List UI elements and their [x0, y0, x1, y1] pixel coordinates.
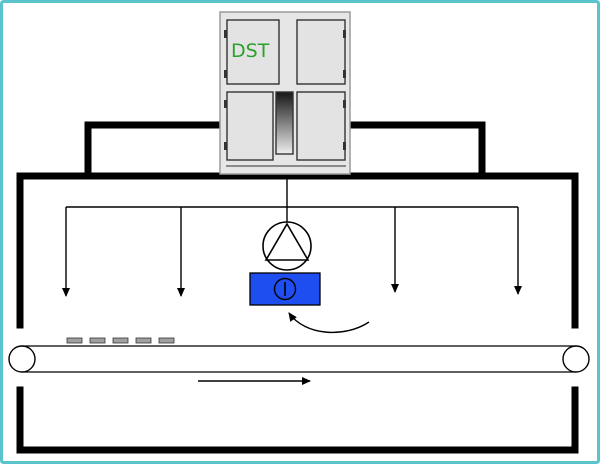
- conveyor-belt[interactable]: [8, 345, 590, 373]
- dst-panel-bottom-right: [296, 91, 346, 161]
- dst-panel-bottom-left: [226, 91, 274, 161]
- dst-hinge: [343, 70, 346, 78]
- dst-hinge: [224, 142, 227, 150]
- curved-rotation-arrow-icon: [288, 312, 370, 334]
- belt-product: [112, 337, 129, 344]
- dst-panel-top-left: [226, 19, 280, 85]
- dst-label: DST: [231, 40, 270, 62]
- belt-products: [66, 337, 175, 344]
- belt-roller-right: [562, 345, 590, 373]
- belt-roller-left: [8, 345, 36, 373]
- chamber-bottom-wall: [16, 386, 579, 454]
- chamber-top-wall: [16, 172, 579, 182]
- dst-hinge: [343, 100, 346, 108]
- dst-hinge: [343, 30, 346, 38]
- motor-box-icon[interactable]: [249, 272, 321, 306]
- dst-center-slot: [275, 91, 294, 155]
- dst-panel-top-right: [296, 19, 346, 85]
- dst-hinge: [224, 70, 227, 78]
- fan-triangle-icon[interactable]: [262, 221, 312, 271]
- dst-unit[interactable]: DST: [219, 11, 351, 175]
- dst-hinge: [224, 100, 227, 108]
- belt-product: [135, 337, 152, 344]
- belt-product: [158, 337, 175, 344]
- air-distribution: [62, 176, 522, 297]
- dst-hinge: [343, 142, 346, 150]
- dst-hinge: [224, 30, 227, 38]
- belt-product: [66, 337, 83, 344]
- belt-product: [89, 337, 106, 344]
